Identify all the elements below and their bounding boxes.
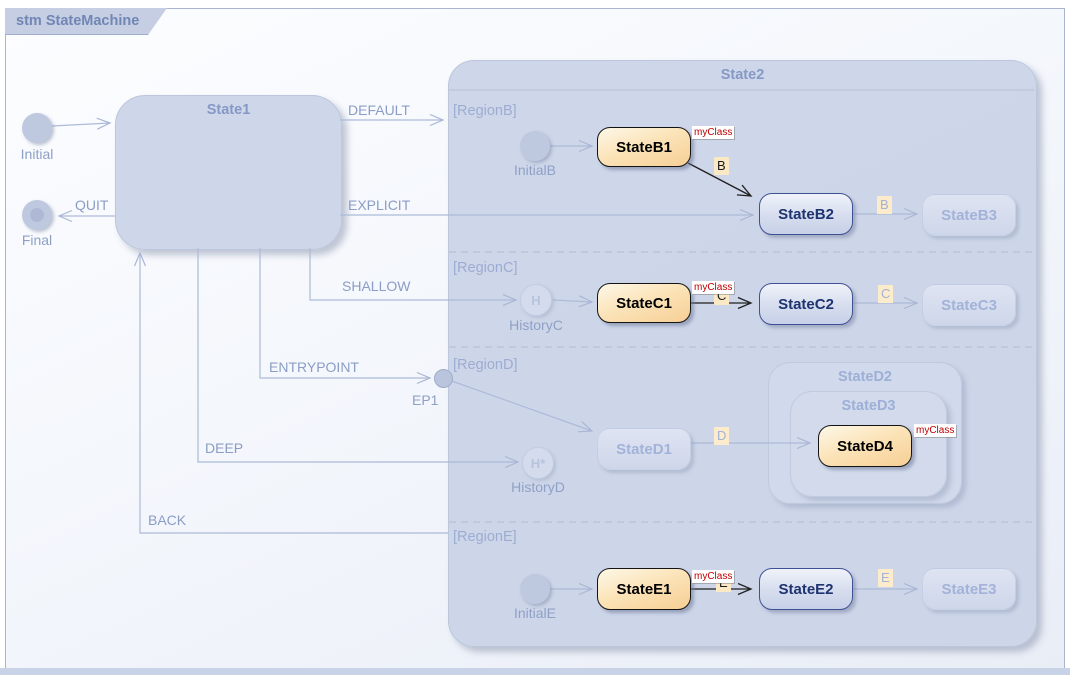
transition-initial-state1[interactable] <box>51 117 112 130</box>
stated3-title: StateD3 <box>841 398 896 414</box>
region-e-label: [RegionE] <box>453 529 517 545</box>
stateb1-stereotype: myClass <box>692 126 735 139</box>
shallow-label: SHALLOW <box>342 278 411 294</box>
state-statee2[interactable]: StateE2 <box>759 568 853 610</box>
state-state2[interactable]: State2 <box>448 60 1037 647</box>
historyc-label: HistoryC <box>509 317 563 333</box>
historyd-label: HistoryD <box>511 479 565 495</box>
transition-stateb1-stateb2[interactable] <box>687 162 753 197</box>
entrypoint-label: ENTRYPOINT <box>269 359 359 375</box>
transition-deep[interactable] <box>197 248 520 469</box>
initiale-pseudostate[interactable] <box>520 574 550 604</box>
trigger-d-faded: D <box>714 427 730 445</box>
state-stateb2[interactable]: StateB2 <box>759 193 853 235</box>
state-statec1[interactable]: StateC1 <box>597 283 691 323</box>
initialb-pseudostate[interactable] <box>520 131 550 161</box>
frame-bottom-band <box>0 668 1070 675</box>
historyc-pseudostate[interactable]: H <box>520 284 552 316</box>
trigger-c-faded: C <box>878 285 894 303</box>
historyd-pseudostate[interactable]: H* <box>522 447 554 479</box>
trigger-e-faded: E <box>878 569 893 587</box>
initialb-label: InitialB <box>513 162 557 178</box>
region-d-label: [RegionD] <box>453 357 518 373</box>
state-state1[interactable]: State1 <box>115 95 342 250</box>
frame-tab: stm StateMachine <box>5 8 167 35</box>
state1-title: State1 <box>206 102 251 118</box>
state2-title: State2 <box>720 67 765 83</box>
state-stated4[interactable]: StateD4 <box>818 425 912 467</box>
transition-entrypoint[interactable] <box>259 248 432 385</box>
statee1-stereotype: myClass <box>692 570 735 583</box>
final-label: Final <box>21 232 53 248</box>
stated4-stereotype: myClass <box>914 424 957 437</box>
initial-label: Initial <box>20 146 54 162</box>
state-stated1[interactable]: StateD1 <box>597 428 691 470</box>
default-label: DEFAULT <box>348 102 410 118</box>
state-stateb3[interactable]: StateB3 <box>922 194 1016 236</box>
quit-label: QUIT <box>75 197 109 213</box>
ep1-label: EP1 <box>412 392 439 408</box>
state-statee3[interactable]: StateE3 <box>922 568 1016 610</box>
state-statee1[interactable]: StateE1 <box>597 568 691 610</box>
stated2-title: StateD2 <box>838 369 892 385</box>
transition-back[interactable] <box>133 251 448 534</box>
trigger-b-dark: B <box>714 157 729 175</box>
transition-shallow[interactable] <box>309 248 518 307</box>
initiale-label: InitialE <box>513 605 557 621</box>
state-stateb1[interactable]: StateB1 <box>597 127 691 167</box>
trigger-b-faded: B <box>877 196 892 214</box>
transition-ep1-stated1[interactable] <box>451 380 594 433</box>
entrypoint-ep1[interactable] <box>434 369 453 388</box>
back-label: BACK <box>148 512 187 528</box>
final-inner-dot <box>30 208 44 222</box>
state-statec3[interactable]: StateC3 <box>922 284 1016 326</box>
initial-pseudostate[interactable] <box>22 113 52 143</box>
region-c-label: [RegionC] <box>453 260 518 276</box>
region-b-label: [RegionB] <box>453 103 517 119</box>
explicit-label: EXPLICIT <box>348 197 411 213</box>
deep-label: DEEP <box>205 440 244 456</box>
statec1-stereotype: myClass <box>692 281 735 294</box>
transition-historyc-statec1[interactable] <box>552 295 594 308</box>
final-pseudostate[interactable] <box>22 200 52 230</box>
state-statec2[interactable]: StateC2 <box>759 283 853 325</box>
